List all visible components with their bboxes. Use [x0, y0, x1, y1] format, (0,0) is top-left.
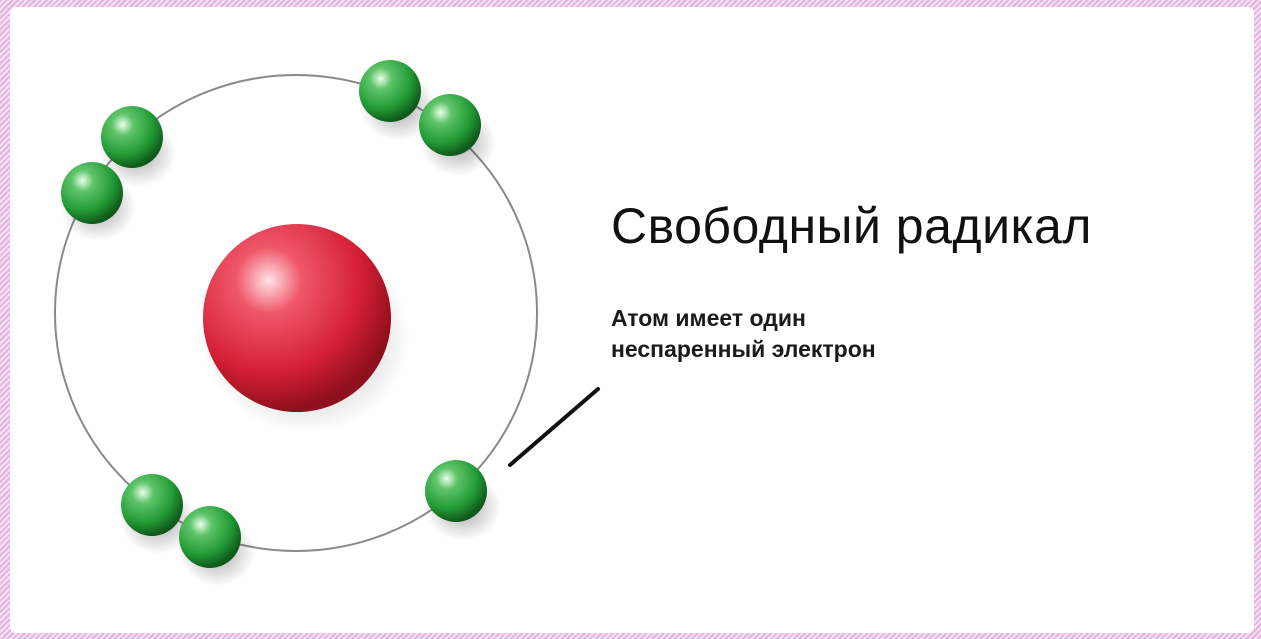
pointer-line	[508, 387, 600, 467]
electron-pair-1-a	[101, 106, 163, 168]
electron-orbit	[54, 74, 538, 552]
electron-pair-1-b	[61, 162, 123, 224]
electron-pair-2-a	[359, 60, 421, 122]
atom-diagram	[54, 60, 600, 586]
diagram-title: Свободный радикал	[611, 198, 1092, 254]
unpaired-electron-caption: Атом имеет один неспаренный электрон	[611, 303, 876, 365]
caption-line-1: Атом имеет один	[611, 305, 806, 331]
slide-canvas: Свободный радикал Атом имеет один неспар…	[10, 7, 1254, 633]
unpaired-electron	[425, 460, 487, 522]
electron-pair-3-b	[179, 506, 241, 568]
caption-line-2: неспаренный электрон	[611, 336, 876, 362]
electron-pair-2-b	[419, 94, 481, 156]
electron-pair-3-a	[121, 474, 183, 536]
nucleus	[203, 224, 391, 412]
